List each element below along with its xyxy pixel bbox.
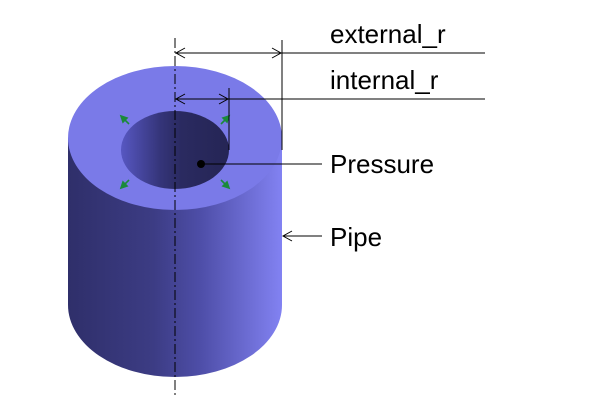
internal-r-label: internal_r — [330, 65, 439, 95]
internal-r-arrow-left — [174, 93, 186, 105]
external-r-arrow-left — [174, 47, 186, 59]
pressure-arrows — [119, 114, 231, 190]
internal-r-arrow-right — [218, 93, 230, 105]
pressure-label: Pressure — [330, 149, 435, 179]
pipe-label: Pipe — [330, 222, 383, 252]
external-r-label: external_r — [330, 19, 446, 49]
external-r-arrow-right — [271, 47, 283, 59]
pipe-leader-arrow — [281, 230, 293, 242]
